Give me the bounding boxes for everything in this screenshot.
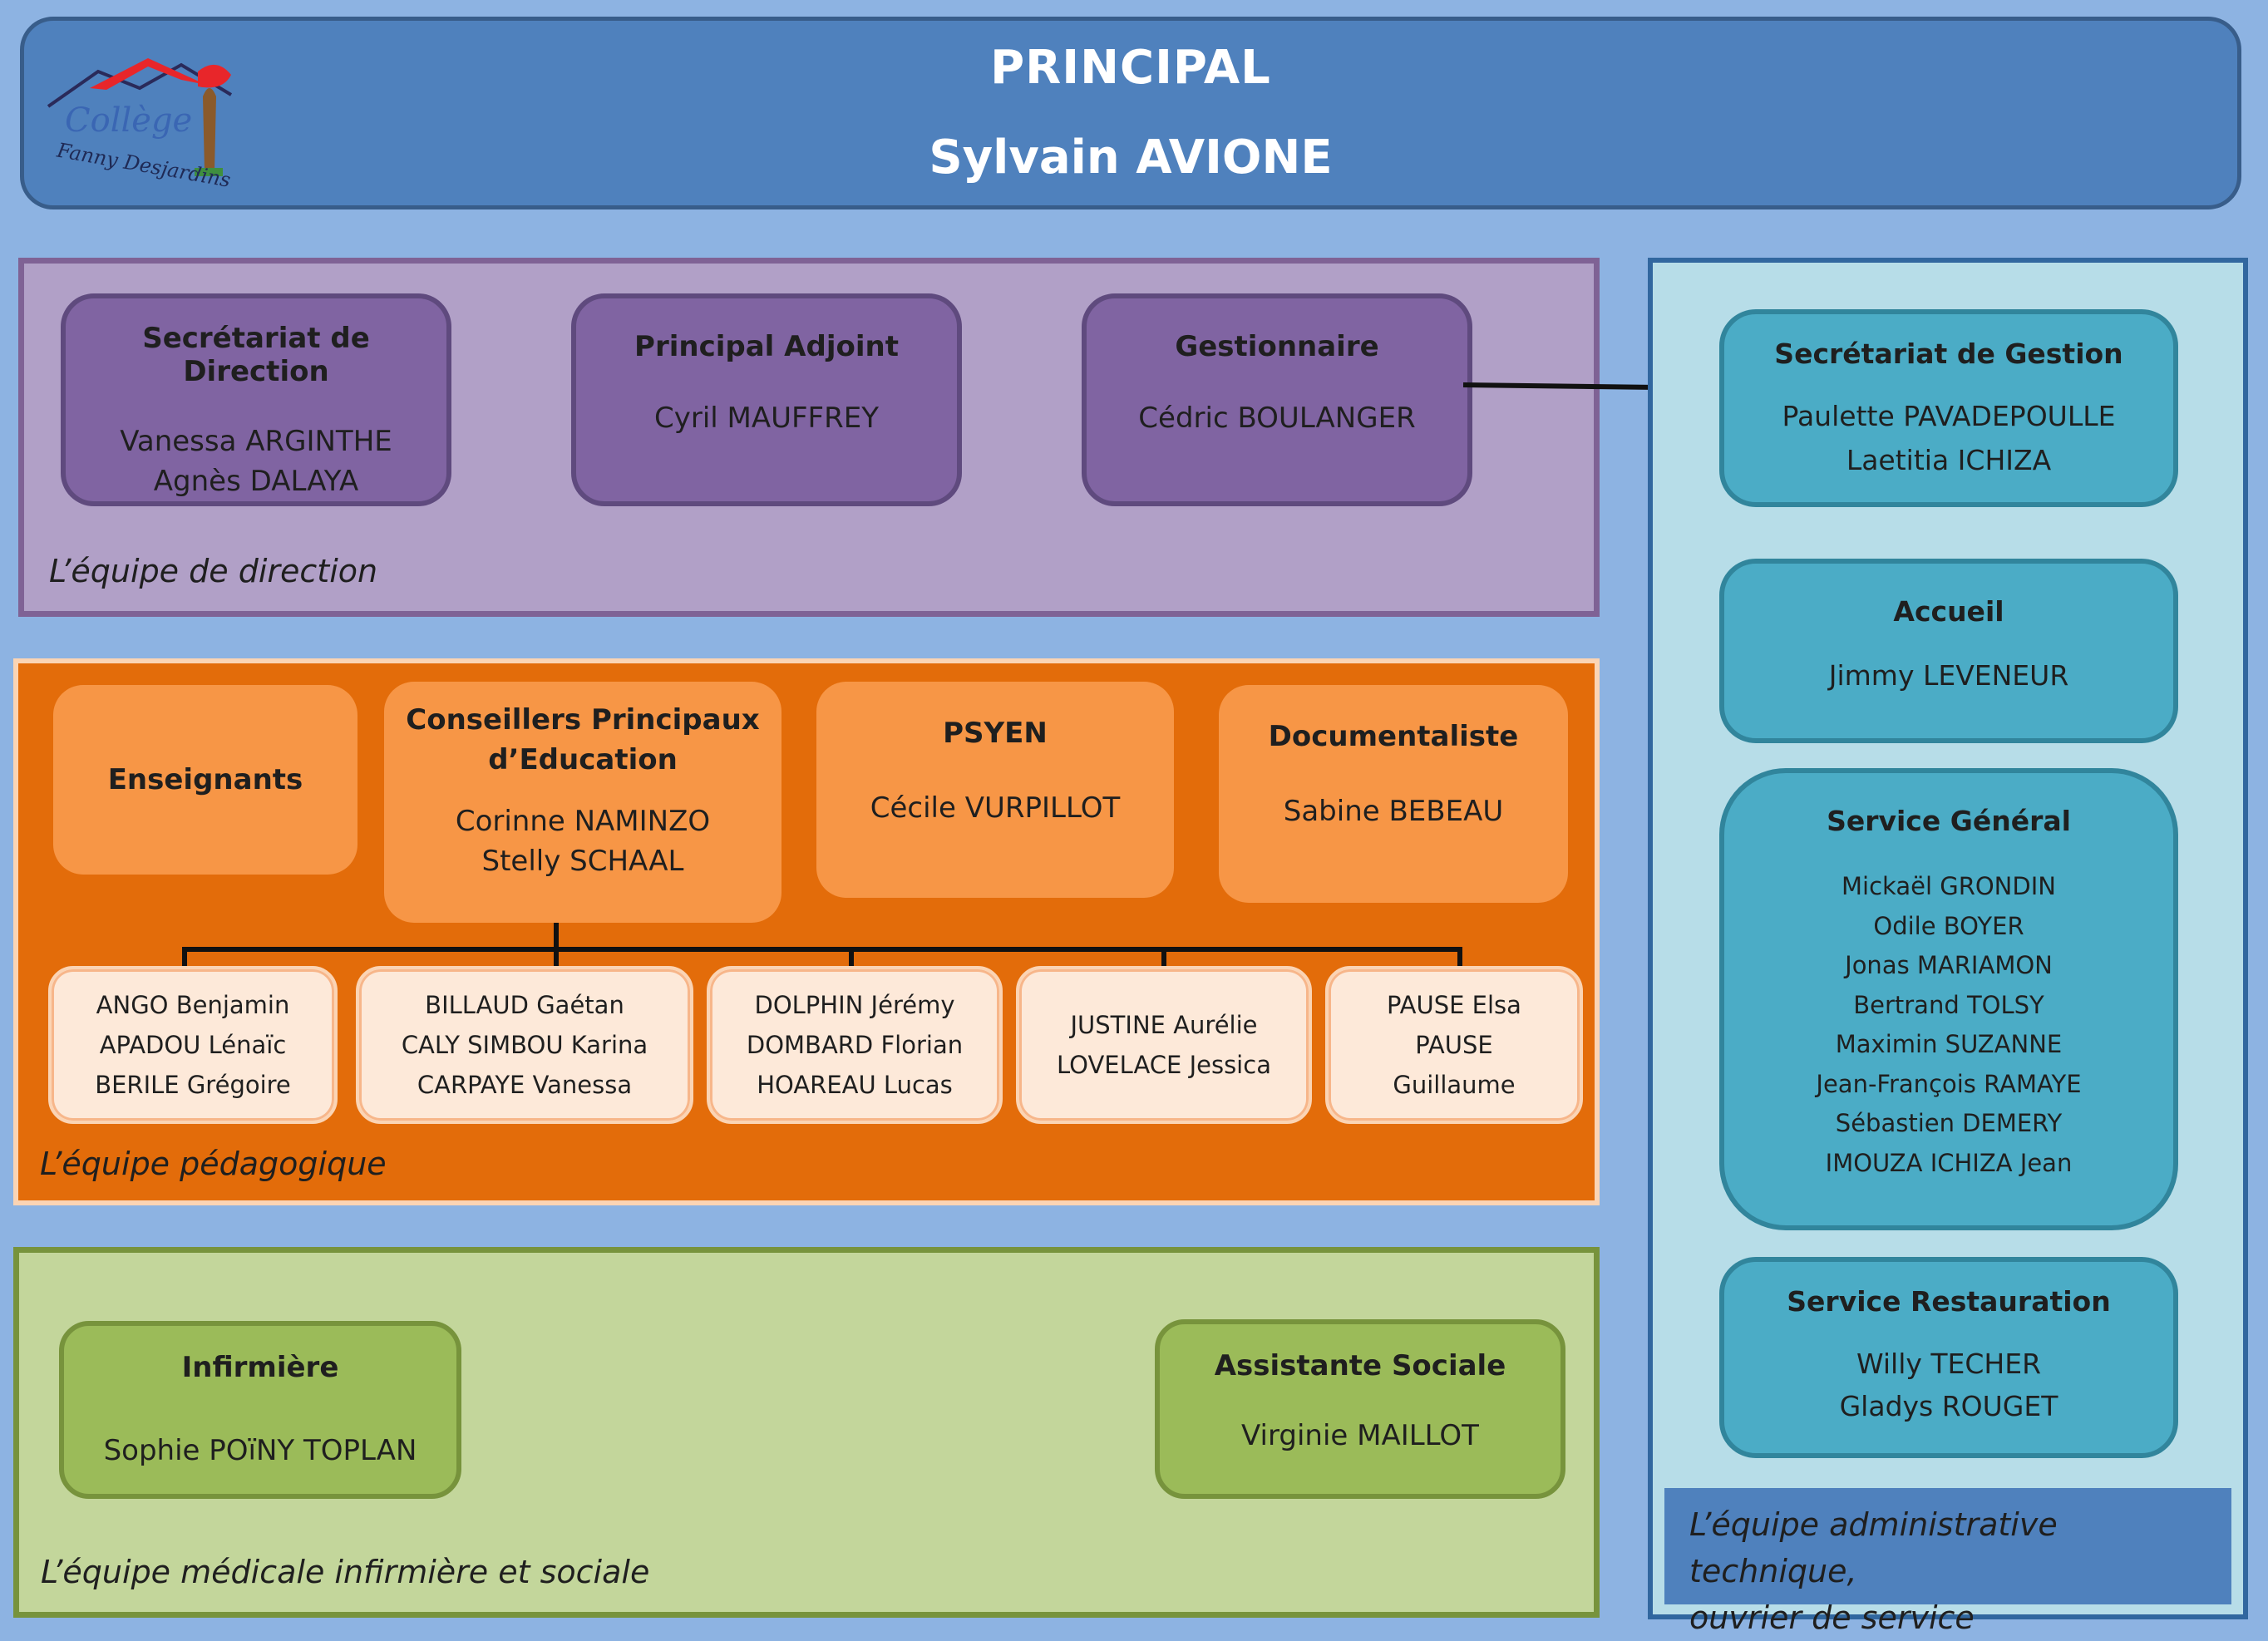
- person-name: Willy TECHER: [1856, 1348, 2042, 1380]
- box-accueil: Accueil Jimmy LEVENEUR: [1719, 559, 2178, 743]
- person-name: Sébastien DEMERY: [1835, 1109, 2063, 1137]
- box-title: Gestionnaire: [1175, 330, 1379, 363]
- teacher-name: DOLPHIN Jérémy: [754, 991, 955, 1019]
- box-title: Documentaliste: [1268, 720, 1519, 753]
- header-title: PRINCIPAL: [990, 41, 1271, 95]
- group-teachers-4: JUSTINE Aurélie LOVELACE Jessica: [1016, 966, 1312, 1124]
- person-name: Paulette PAVADEPOULLE: [1782, 400, 2116, 432]
- person-name: Cécile VURPILLOT: [870, 791, 1121, 825]
- box-principal-adjoint: Principal Adjoint Cyril MAUFFREY: [571, 293, 962, 506]
- teacher-name: CARPAYE Vanessa: [417, 1071, 633, 1099]
- teacher-name: APADOU Lénaïc: [99, 1031, 287, 1059]
- box-documentaliste: Documentaliste Sabine BEBEAU: [1219, 685, 1568, 903]
- person-name: Jimmy LEVENEUR: [1828, 659, 2069, 692]
- person-name: Stelly SCHAAL: [481, 845, 684, 878]
- person-name: Vanessa ARGINTHE: [120, 425, 392, 458]
- teacher-name: HOAREAU Lucas: [757, 1071, 953, 1099]
- panel-label: L’équipe pédagogique: [40, 1146, 387, 1182]
- person-name: Agnès DALAYA: [153, 465, 359, 498]
- box-service-general: Service Général Mickaël GRONDIN Odile BO…: [1719, 768, 2178, 1230]
- box-secretariat-direction: Secrétariat de Direction Vanessa ARGINTH…: [61, 293, 451, 506]
- box-title: Enseignants: [107, 763, 303, 796]
- teacher-name: ANGO Benjamin: [96, 991, 290, 1019]
- person-name: Cyril MAUFFREY: [653, 402, 879, 435]
- teacher-name: LOVELACE Jessica: [1057, 1051, 1271, 1079]
- person-name: Maximin SUZANNE: [1835, 1030, 2063, 1058]
- logo-word-college: Collège: [65, 101, 192, 140]
- header-principal: PRINCIPAL Sylvain AVIONE: [20, 17, 2241, 209]
- teacher-name: CALY SIMBOU Karina: [401, 1031, 648, 1059]
- box-title: Assistante Sociale: [1214, 1349, 1506, 1382]
- box-title: Principal Adjoint: [634, 330, 899, 363]
- group-teachers-2: BILLAUD Gaétan CALY SIMBOU Karina CARPAY…: [356, 966, 693, 1124]
- box-title: Secrétariat de Direction: [142, 322, 370, 388]
- header-name: Sylvain AVIONE: [929, 131, 1333, 185]
- panel-equipe-medicale: Infirmière Sophie POïNY TOPLAN Assistant…: [13, 1247, 1600, 1618]
- teacher-name: PAUSE: [1415, 1031, 1493, 1059]
- person-name: Virginie MAILLOT: [1241, 1419, 1479, 1452]
- teacher-name: PAUSE Elsa: [1387, 991, 1521, 1019]
- box-title: Secrétariat de Gestion: [1774, 338, 2123, 370]
- box-secretariat-gestion: Secrétariat de Gestion Paulette PAVADEPO…: [1719, 309, 2178, 507]
- panel-label: L’équipe médicale infirmière et sociale: [41, 1554, 650, 1590]
- person-name: IMOUZA ICHIZA Jean: [1825, 1148, 2073, 1177]
- panel-label: L’équipe de direction: [49, 553, 378, 589]
- person-name: Sophie POïNY TOPLAN: [103, 1434, 417, 1467]
- box-enseignants: Enseignants: [53, 685, 357, 875]
- teacher-name: JUSTINE Aurélie: [1070, 1011, 1258, 1039]
- box-cpe: Conseillers Principaux d’Education Corin…: [384, 682, 781, 923]
- panel-label-line: ouvrier de service: [1689, 1599, 1975, 1636]
- box-title-line: Conseillers Principaux: [406, 703, 760, 737]
- person-name: Bertrand TOLSY: [1853, 990, 2044, 1019]
- group-teachers-5: PAUSE Elsa PAUSE Guillaume: [1325, 966, 1583, 1124]
- panel-label-line: L’équipe administrative technique,: [1689, 1506, 2058, 1589]
- box-title: Service Restauration: [1787, 1285, 2111, 1318]
- teacher-name: DOMBARD Florian: [746, 1031, 964, 1059]
- box-title: PSYEN: [943, 717, 1048, 750]
- panel-equipe-administrative: Secrétariat de Gestion Paulette PAVADEPO…: [1648, 258, 2248, 1636]
- box-psyen: PSYEN Cécile VURPILLOT: [816, 682, 1174, 898]
- person-name: Jonas MARIAMON: [1845, 951, 2053, 979]
- person-name: Sabine BEBEAU: [1283, 795, 1504, 828]
- box-title: Accueil: [1893, 595, 2004, 628]
- person-name: Gladys ROUGET: [1839, 1390, 2058, 1422]
- panel-label: L’équipe administrative technique, ouvri…: [1689, 1501, 2231, 1641]
- box-service-restauration: Service Restauration Willy TECHER Gladys…: [1719, 1257, 2178, 1458]
- teacher-name: BILLAUD Gaétan: [425, 991, 624, 1019]
- box-title: Service Général: [1827, 805, 2071, 837]
- teacher-name: BERILE Grégoire: [95, 1071, 291, 1099]
- person-name: Laetitia ICHIZA: [1846, 444, 2052, 476]
- person-name: Odile BOYER: [1873, 911, 2024, 940]
- college-logo: Collège Fanny Desjardins: [47, 58, 232, 192]
- group-teachers-1: ANGO Benjamin APADOU Lénaïc BERILE Grégo…: [48, 966, 338, 1124]
- admin-label-band: L’équipe administrative technique, ouvri…: [1664, 1488, 2231, 1636]
- group-teachers-3: DOLPHIN Jérémy DOMBARD Florian HOAREAU L…: [707, 966, 1003, 1124]
- person-name: Jean-François RAMAYE: [1816, 1069, 2082, 1098]
- box-title-line: d’Education: [488, 743, 678, 776]
- panel-equipe-direction: Secrétariat de Direction Vanessa ARGINTH…: [18, 258, 1600, 617]
- panel-equipe-pedagogique: Enseignants Conseillers Principaux d’Edu…: [13, 658, 1600, 1205]
- box-assistante-sociale: Assistante Sociale Virginie MAILLOT: [1155, 1319, 1565, 1499]
- person-name: Corinne NAMINZO: [455, 805, 711, 838]
- person-name: Cédric BOULANGER: [1138, 402, 1416, 435]
- box-infirmiere: Infirmière Sophie POïNY TOPLAN: [59, 1321, 461, 1499]
- box-gestionnaire: Gestionnaire Cédric BOULANGER: [1082, 293, 1472, 506]
- teacher-name: Guillaume: [1393, 1071, 1516, 1099]
- person-name: Mickaël GRONDIN: [1842, 872, 2056, 900]
- box-title: Infirmière: [181, 1351, 339, 1384]
